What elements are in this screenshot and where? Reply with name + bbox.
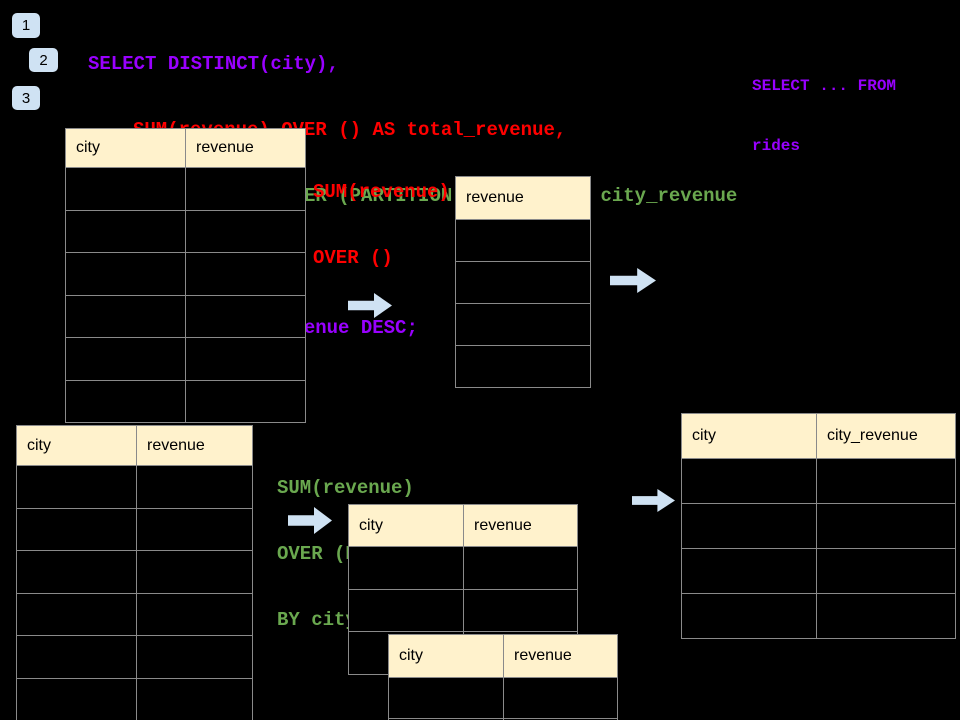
- partition-annotation-line-1: SUM(revenue): [277, 477, 414, 499]
- flow-arrow-1: [348, 293, 392, 318]
- step-badge-3: 3: [12, 86, 40, 110]
- column-header-city: city: [65, 128, 186, 168]
- column-header-city-revenue: city_revenue: [816, 413, 956, 459]
- column-header-city: city: [348, 504, 464, 547]
- table-row: [388, 677, 618, 719]
- sql-line-select: SELECT DISTINCT(city),: [88, 53, 339, 75]
- table-row: [65, 379, 306, 423]
- step-badge-1: 1: [12, 13, 40, 38]
- table-row: [348, 588, 578, 632]
- city-revenue-table: city city_revenue: [681, 413, 956, 639]
- sql-aside-line-2: rides: [752, 137, 801, 155]
- table-row: [65, 167, 306, 211]
- column-header-revenue: revenue: [136, 425, 253, 466]
- flow-arrow-2: [610, 268, 656, 293]
- arrow-right-icon: [348, 293, 392, 318]
- table-row: [388, 718, 618, 720]
- column-header-revenue: revenue: [463, 504, 578, 547]
- partition-front-table: city revenue: [388, 634, 618, 720]
- sql-aside-note: SELECT ... FROM rides: [752, 36, 896, 196]
- total-annotation-line-1: SUM(revenue): [313, 181, 450, 203]
- sql-aside-line-1: SELECT ... FROM: [752, 77, 897, 95]
- column-header-revenue: revenue: [185, 128, 306, 168]
- table-row: [16, 592, 253, 636]
- total-annotation-line-2: OVER (): [313, 247, 393, 269]
- table-row: [65, 294, 306, 338]
- table-row: [455, 219, 591, 262]
- table-row: [681, 548, 956, 594]
- table-row: [16, 465, 253, 509]
- table-row: [455, 345, 591, 388]
- flow-arrow-4: [632, 489, 675, 512]
- table-row: [16, 677, 253, 720]
- step-badge-2: 2: [29, 48, 58, 72]
- column-header-revenue: revenue: [503, 634, 618, 678]
- arrow-right-icon: [610, 268, 656, 293]
- arrow-right-icon: [288, 507, 332, 534]
- table-row: [65, 252, 306, 296]
- table-row: [65, 337, 306, 381]
- table-row: [16, 550, 253, 594]
- column-header-city: city: [388, 634, 504, 678]
- table-row: [455, 303, 591, 346]
- table-row: [681, 593, 956, 639]
- table-row: [681, 503, 956, 549]
- table-row: [16, 507, 253, 551]
- column-header-city: city: [681, 413, 817, 459]
- column-header-city: city: [16, 425, 137, 466]
- table-row: [681, 458, 956, 504]
- column-header-revenue: revenue: [455, 176, 591, 220]
- table-row: [348, 546, 578, 590]
- table-row: [455, 261, 591, 304]
- table-row: [65, 209, 306, 253]
- source-table-bottom: city revenue: [16, 425, 253, 720]
- total-revenue-annotation: SUM(revenue) OVER (): [313, 137, 450, 313]
- arrow-right-icon: [632, 489, 675, 512]
- table-row: [16, 635, 253, 679]
- total-revenue-table: revenue: [455, 176, 591, 388]
- flow-arrow-3: [288, 507, 332, 534]
- source-table-top: city revenue: [65, 128, 306, 423]
